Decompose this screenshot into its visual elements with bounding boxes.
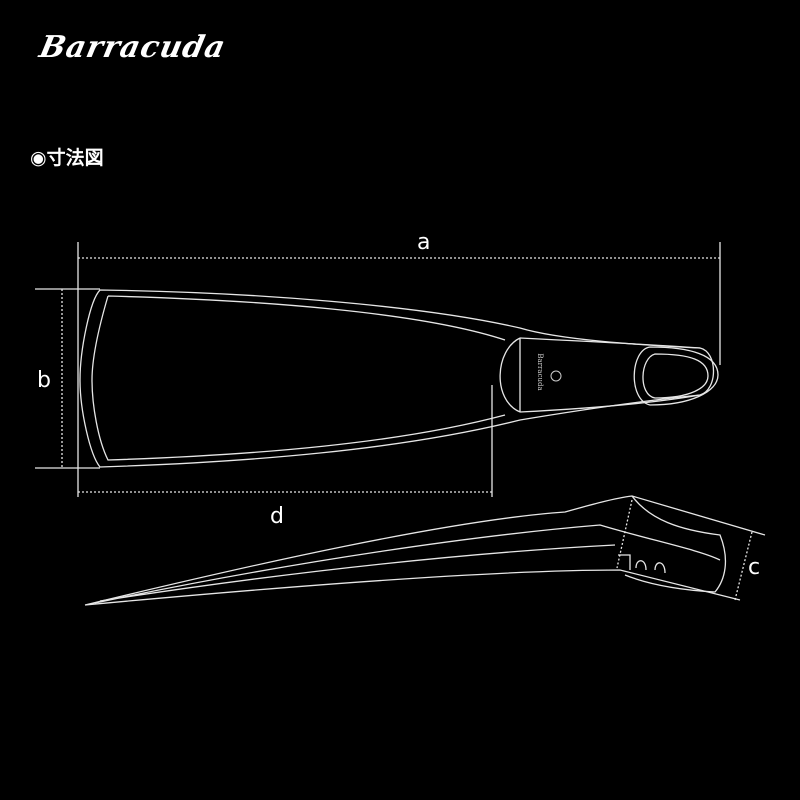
fin-top-inner [91, 295, 506, 461]
foot-opening-outer [633, 346, 719, 406]
section-title: ◉寸法図 [30, 143, 104, 170]
fin-side-vents [618, 554, 666, 574]
pocket-logo: Barracuda [536, 353, 544, 390]
dim-d-label: d [270, 504, 284, 529]
foot-opening-inner [642, 353, 709, 399]
fin-side-inner [94, 524, 721, 604]
fin-side-outline [84, 495, 766, 606]
dim-c-label: c [748, 555, 761, 580]
foot-pocket [519, 337, 701, 413]
fin-top-outline [79, 289, 714, 468]
dim-b-label: b [37, 368, 51, 393]
dim-a-label: a [417, 230, 431, 255]
foot-pocket-heel [499, 337, 521, 413]
bullet-icon: ◉ [30, 147, 47, 169]
pocket-emblem-icon [550, 370, 562, 382]
fin-side-pocket [624, 495, 727, 593]
section-title-text: 寸法図 [46, 147, 104, 169]
